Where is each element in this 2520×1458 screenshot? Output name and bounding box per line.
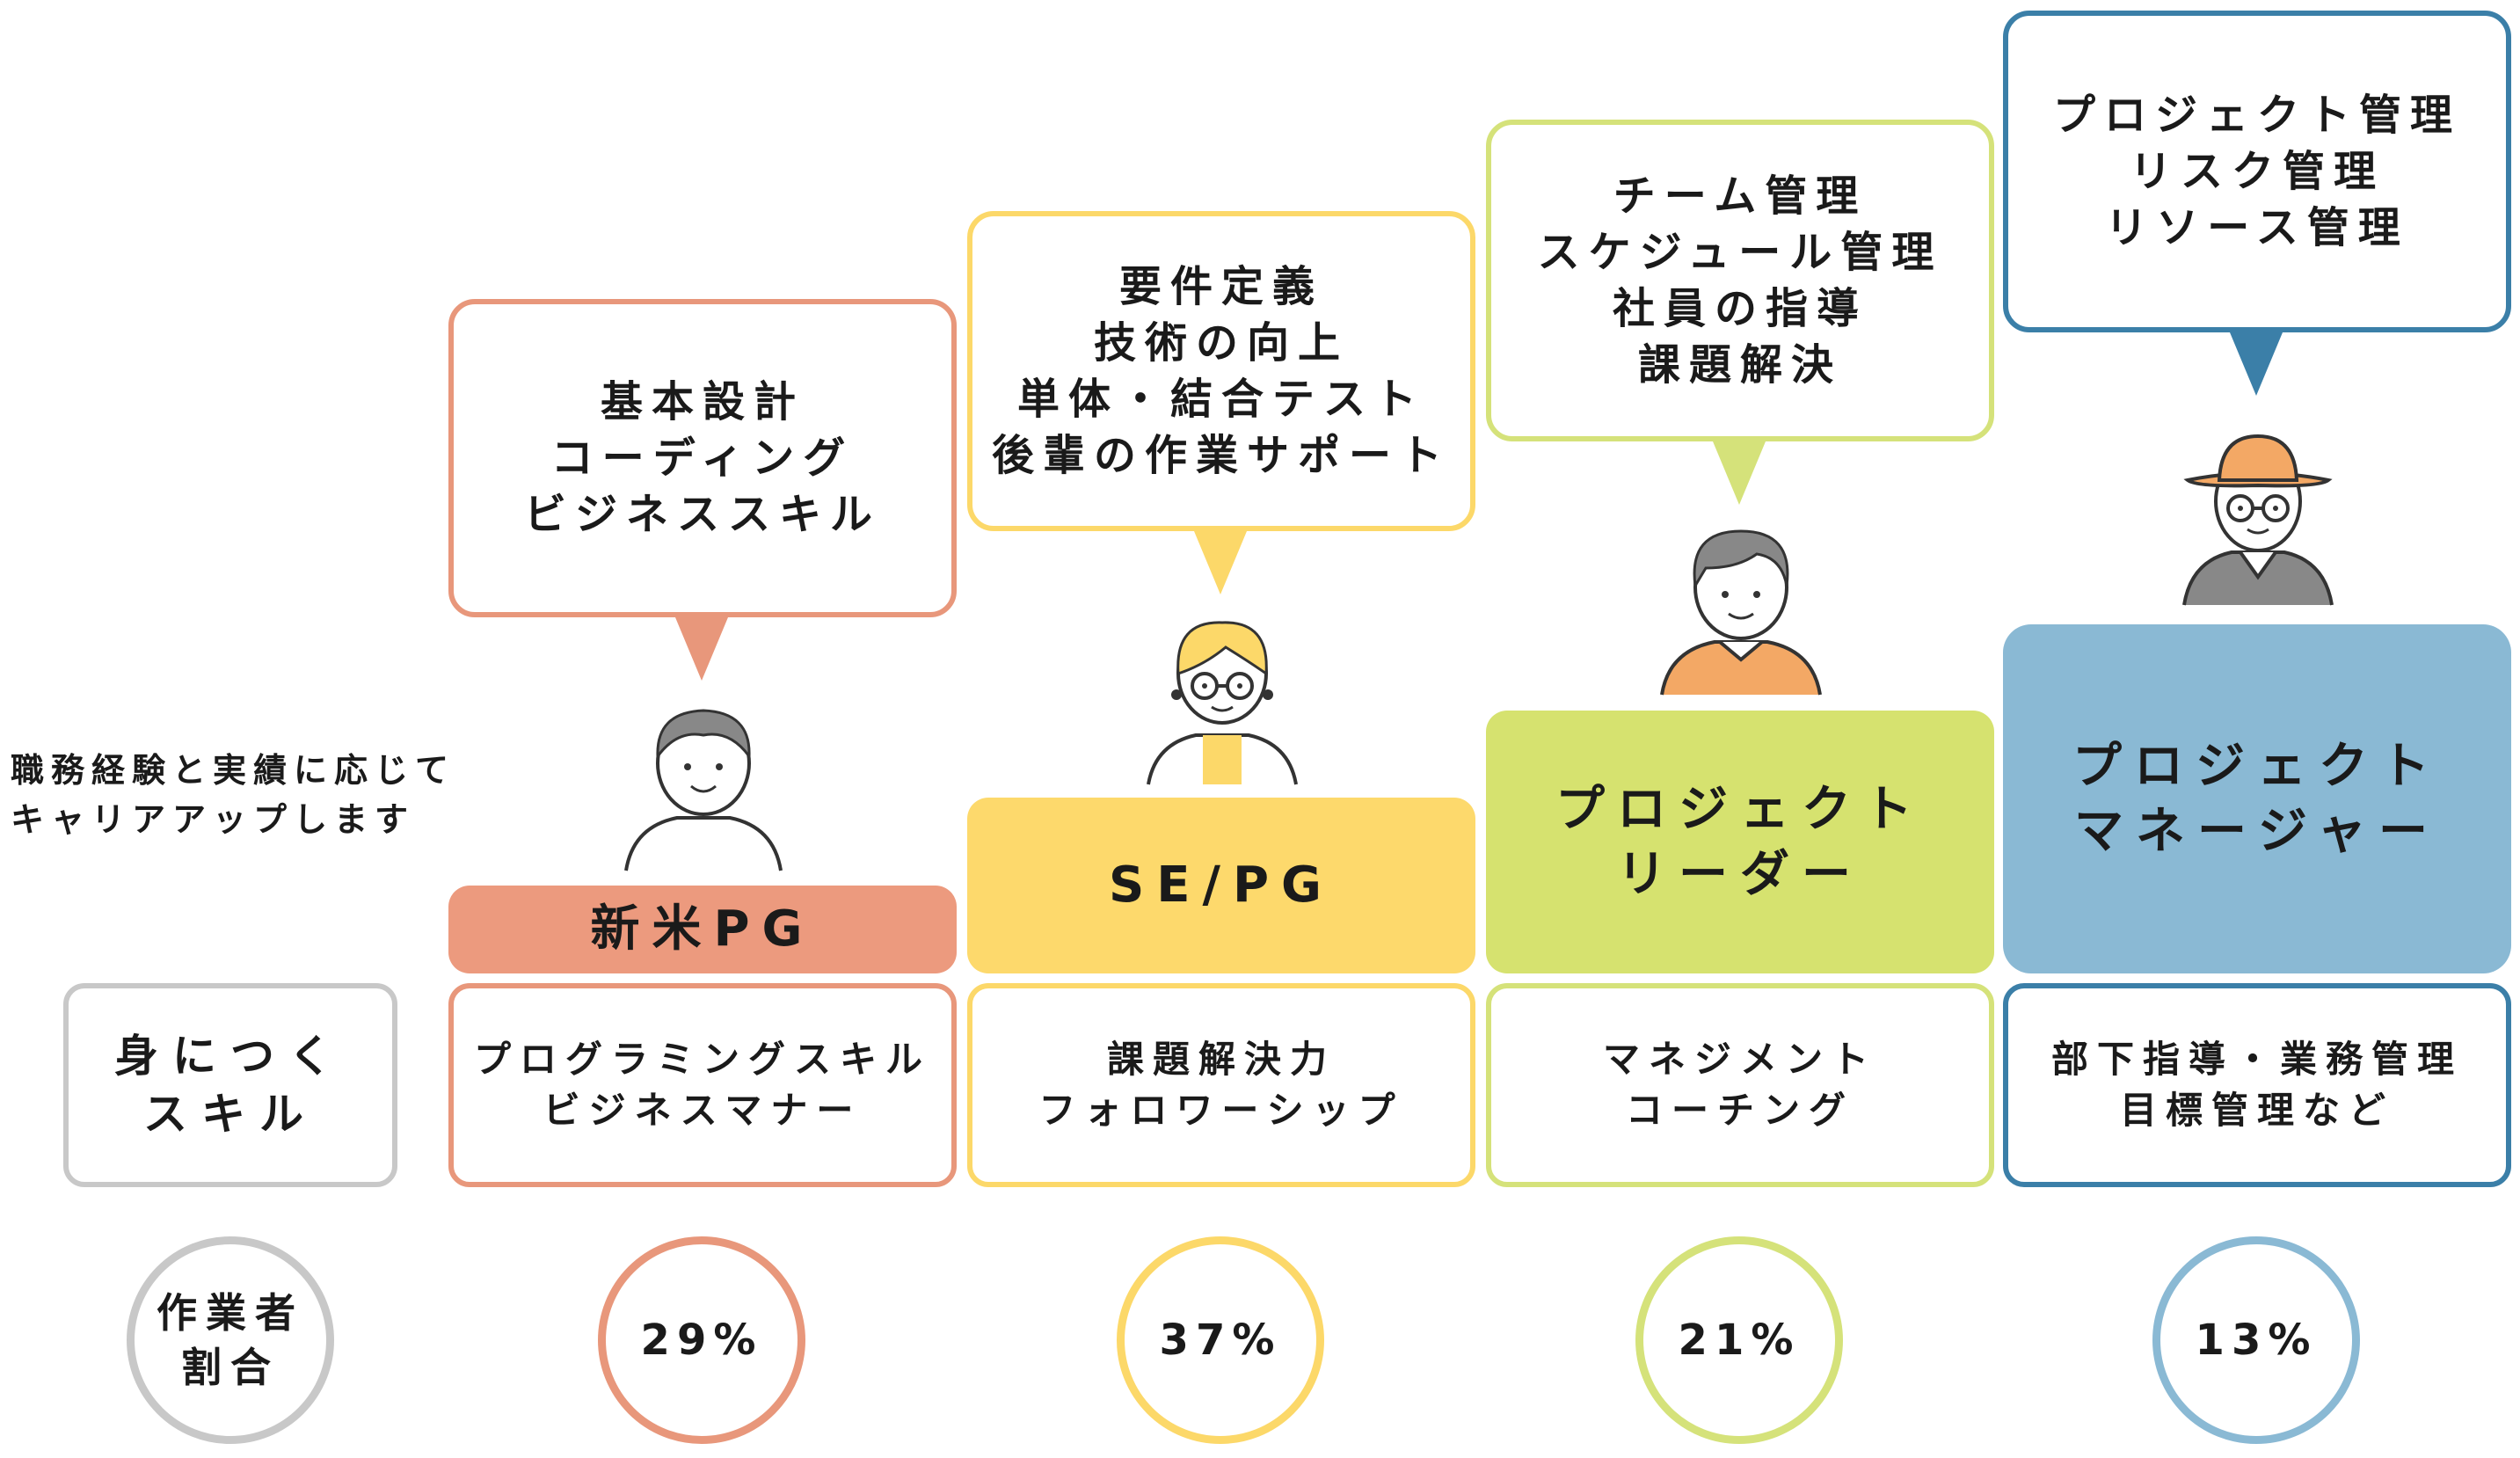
career-intro-text: 職務経験と実績に応じて キャリアアップします: [11, 751, 456, 839]
ratio-circle-leader: 21%: [1635, 1236, 1843, 1444]
woman-glasses-icon: [1147, 621, 1298, 785]
role-title-new-pg-text: 新米PG: [590, 900, 815, 958]
ratio-header-label: 作業者 割合: [157, 1289, 304, 1391]
bubble-leader-text: チーム管理 スケジュール管理 社員の指導 課題解決: [1537, 171, 1943, 390]
skill-header-box: 身につく スキル: [63, 983, 397, 1187]
ratio-manager: 13%: [2195, 1316, 2318, 1365]
role-title-new-pg: 新米PG: [448, 886, 957, 973]
role-title-manager: プロジェクト マネージャー: [2003, 624, 2511, 973]
skill-box-leader: マネジメント コーチング: [1486, 983, 1994, 1187]
bubble-new-pg-text: 基本設計 コーディング ビジネススキル: [523, 377, 881, 539]
role-title-se-pg-text: SE/PG: [1108, 857, 1335, 914]
bubble-new-pg-pointer: [675, 617, 728, 681]
bubble-se-pg-pointer: [1194, 531, 1247, 594]
skill-leader-text: マネジメント コーチング: [1602, 1038, 1877, 1132]
senior-hat-glasses-icon: [2182, 434, 2334, 606]
bubble-se-pg-text: 要件定義 技術の向上 単体・結合テスト 後輩の作業サポート: [991, 262, 1451, 480]
skill-se-pg-text: 課題解決力 フォロワーシップ: [1038, 1038, 1404, 1132]
skill-header-label: 身につく スキル: [114, 1031, 346, 1140]
bubble-new-pg: 基本設計 コーディング ビジネススキル: [448, 299, 957, 617]
bubble-manager-text: プロジェクト管理 リスク管理 リソース管理: [2052, 91, 2461, 252]
ratio-se-pg: 37%: [1159, 1316, 1282, 1365]
skill-manager-text: 部下指導・業務管理 目標管理など: [2050, 1038, 2463, 1132]
bubble-leader-pointer: [1713, 441, 1766, 505]
ratio-new-pg: 29%: [640, 1316, 763, 1365]
ratio-header-circle: 作業者 割合: [127, 1236, 334, 1444]
ratio-circle-se-pg: 37%: [1117, 1236, 1324, 1444]
bubble-manager: プロジェクト管理 リスク管理 リソース管理: [2003, 11, 2511, 332]
skill-box-manager: 部下指導・業務管理 目標管理など: [2003, 983, 2511, 1187]
ratio-leader: 21%: [1678, 1316, 1801, 1365]
young-boy-icon: [624, 709, 783, 871]
ratio-circle-manager: 13%: [2152, 1236, 2360, 1444]
role-title-leader-text: プロジェクト リーダー: [1555, 780, 1925, 903]
role-title-leader: プロジェクト リーダー: [1486, 711, 1994, 973]
bubble-manager-pointer: [2230, 332, 2283, 396]
role-title-se-pg: SE/PG: [967, 798, 1475, 973]
ratio-circle-new-pg: 29%: [598, 1236, 805, 1444]
man-sweater-icon: [1660, 529, 1822, 696]
skill-new-pg-text: プログラミングスキル ビジネスマナー: [473, 1038, 931, 1132]
bubble-leader: チーム管理 スケジュール管理 社員の指導 課題解決: [1486, 120, 1994, 441]
skill-box-se-pg: 課題解決力 フォロワーシップ: [967, 983, 1475, 1187]
role-title-manager-text: プロジェクト マネージャー: [2072, 737, 2442, 860]
bubble-se-pg: 要件定義 技術の向上 単体・結合テスト 後輩の作業サポート: [967, 211, 1475, 531]
skill-box-new-pg: プログラミングスキル ビジネスマナー: [448, 983, 957, 1187]
